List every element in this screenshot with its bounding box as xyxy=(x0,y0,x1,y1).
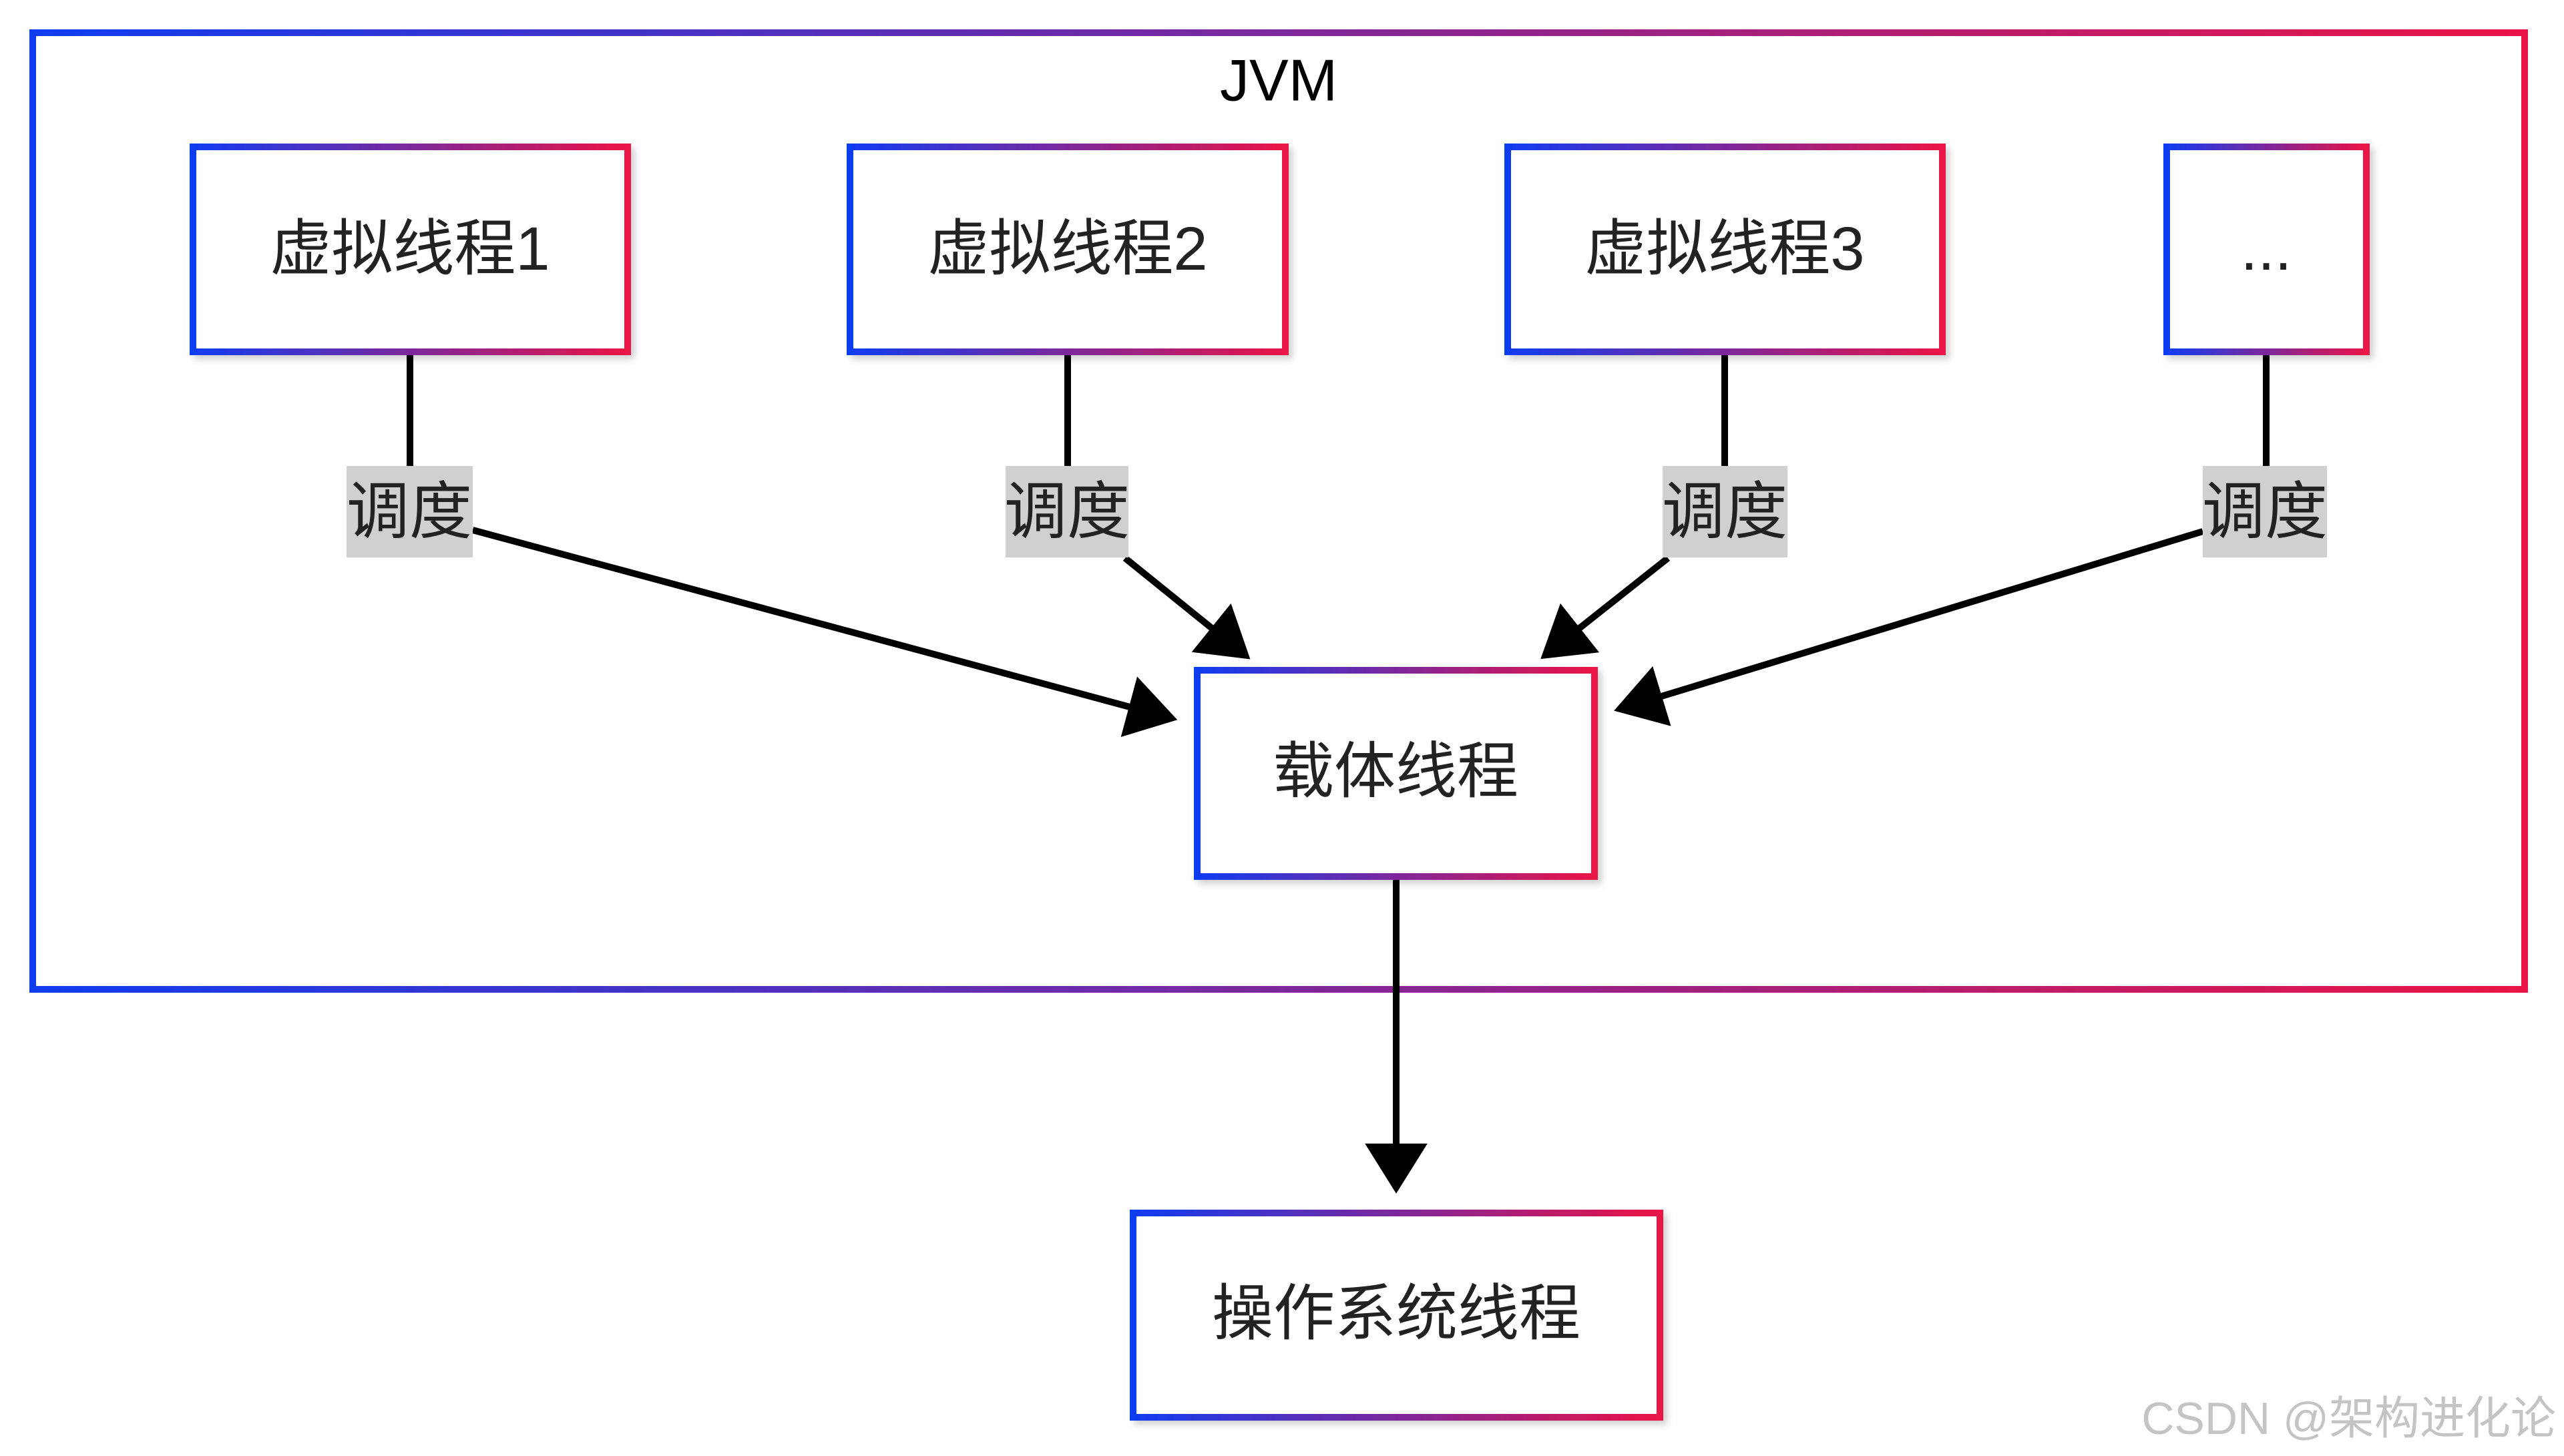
schedule-label-background xyxy=(2203,466,2327,557)
carrier-thread-box xyxy=(1194,667,1598,880)
jvm-label: JVM xyxy=(1220,47,1337,113)
virtual-thread-node-1: 虚拟线程1 xyxy=(190,144,631,355)
schedule-label-4: 调度 xyxy=(2202,466,2328,557)
virtual-thread-node-more: ... xyxy=(2163,144,2370,355)
virtual-thread-box xyxy=(847,144,1289,355)
carrier-thread-node: 载体线程 xyxy=(1194,667,1598,880)
virtual-thread-box xyxy=(2163,144,2370,355)
schedule-label-2: 调度 xyxy=(1004,466,1130,557)
watermark: CSDN @架构进化论 xyxy=(2141,1393,2556,1444)
schedule-label-background xyxy=(1663,466,1787,557)
schedule-label-text: 调度 xyxy=(2202,477,2328,547)
virtual-thread-node-3: 虚拟线程3 xyxy=(1504,144,1946,355)
os-thread-node: 操作系统线程 xyxy=(1130,1210,1663,1421)
schedule-label-background xyxy=(347,466,473,557)
virtual-thread-label: 虚拟线程3 xyxy=(1584,215,1864,283)
virtual-thread-label: ... xyxy=(2241,215,2292,283)
jvm-container-border xyxy=(29,29,2528,993)
schedule-label-3: 调度 xyxy=(1662,466,1787,557)
virtual-thread-box xyxy=(1504,144,1946,355)
virtual-thread-box xyxy=(190,144,631,355)
schedule-arrow-3 xyxy=(1540,555,1671,660)
schedule-label-text: 调度 xyxy=(347,477,472,547)
carrier-thread-label: 载体线程 xyxy=(1273,738,1518,806)
virtual-thread-label: 虚拟线程2 xyxy=(927,215,1207,283)
os-thread-box xyxy=(1130,1210,1663,1421)
schedule-label-background xyxy=(1006,466,1128,557)
schedule-arrow-4 xyxy=(1614,528,2204,726)
jvm-container: JVM xyxy=(29,29,2528,993)
virtual-thread-label: 虚拟线程1 xyxy=(270,215,550,283)
virtual-thread-node-2: 虚拟线程2 xyxy=(847,144,1289,355)
schedule-arrow-2 xyxy=(1122,555,1251,660)
schedule-label-text: 调度 xyxy=(1662,477,1787,547)
os-thread-label: 操作系统线程 xyxy=(1212,1280,1580,1348)
schedule-arrow-1 xyxy=(471,527,1178,737)
schedule-label-1: 调度 xyxy=(347,466,473,557)
schedule-label-text: 调度 xyxy=(1004,477,1130,547)
